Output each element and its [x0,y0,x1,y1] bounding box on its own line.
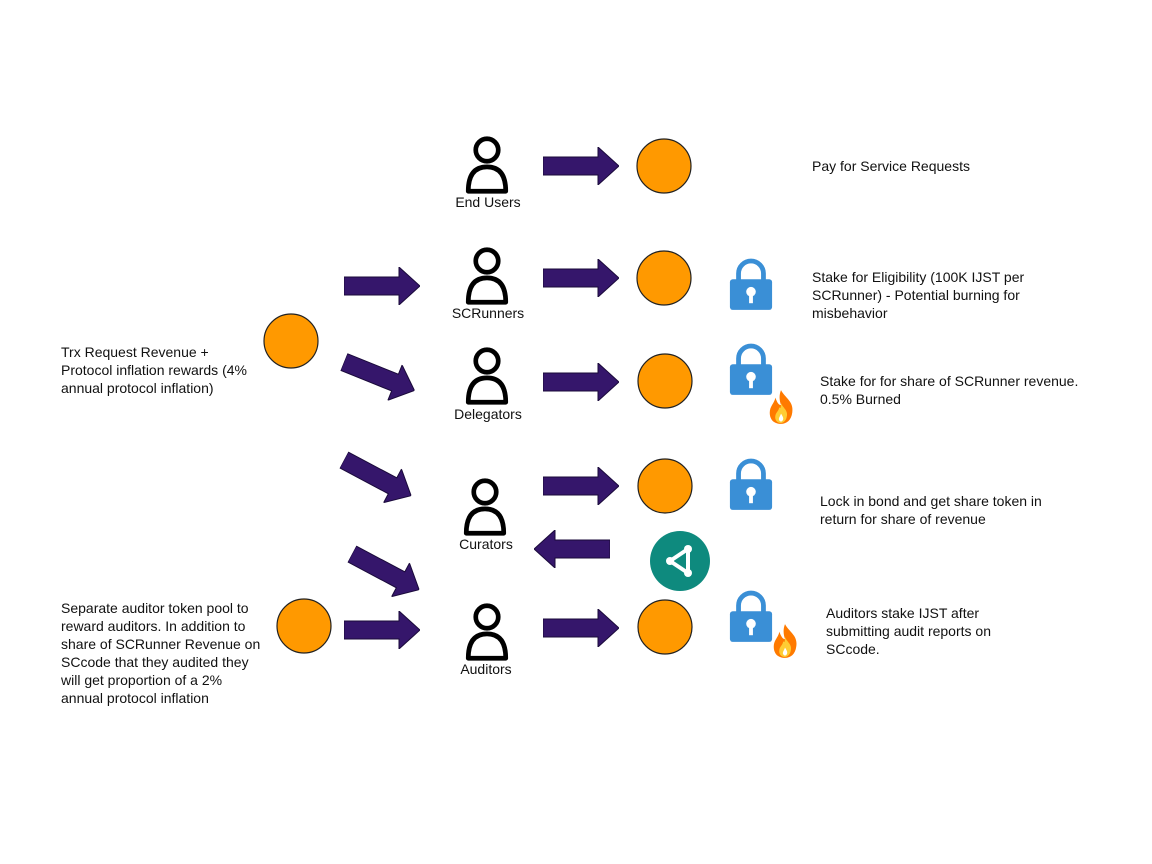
flow-arrow-scrunners [543,259,619,297]
role-label-scrunners: SCRunners [451,305,525,321]
flow-arrow-to-curators-1 [335,443,421,513]
delegators-flame-icon [769,390,793,424]
scrunners-token [636,250,692,306]
delegators-token [637,353,693,409]
flow-arrow-to-delegators [336,344,422,409]
auditor-pool-token [276,598,332,654]
description-auditors: Auditors stake IJST after submitting aud… [826,605,991,657]
flow-arrow-to-scrunners [344,267,420,305]
auditors-padlock-icon [730,593,772,642]
flow-arrow-auditors [543,609,619,647]
delegators-person-icon [468,350,506,403]
role-label-curators: Curators [459,536,513,552]
scrunners-padlock-icon [730,261,772,310]
curators-person-icon [466,481,504,534]
flow-arrow-to-auditors [344,611,420,649]
curators-padlock-icon [730,461,772,510]
flow-arrow-curators [543,467,619,505]
role-label-auditors: Auditors [460,661,512,677]
end-users-person-icon [468,139,506,192]
auditors-flame-icon [773,624,797,658]
description-end-users: Pay for Service Requests [812,158,970,174]
rewards-pool-token [263,313,319,369]
scrunners-person-icon [468,250,506,303]
description-curators: Lock in bond and get share token in retu… [820,493,1042,527]
rewards-pool-text: Trx Request Revenue + Protocol inflation… [61,344,247,396]
role-label-end-users: End Users [455,194,521,210]
auditors-person-icon [468,606,506,659]
share-token-icon [650,531,710,591]
description-delegators: Stake for for share of SCRunner revenue.… [820,373,1079,407]
end-users-token [636,138,692,194]
flow-arrow-end-users [543,147,619,185]
auditors-token [637,599,693,655]
role-label-delegators: Delegators [454,406,522,422]
delegators-padlock-icon [730,346,772,395]
description-scrunners: Stake for Eligibility (100K IJST per SCR… [812,269,1025,321]
flow-arrow-delegators [543,363,619,401]
auditor-pool-text: Separate auditor token pool to reward au… [61,600,261,706]
curators-token [637,458,693,514]
